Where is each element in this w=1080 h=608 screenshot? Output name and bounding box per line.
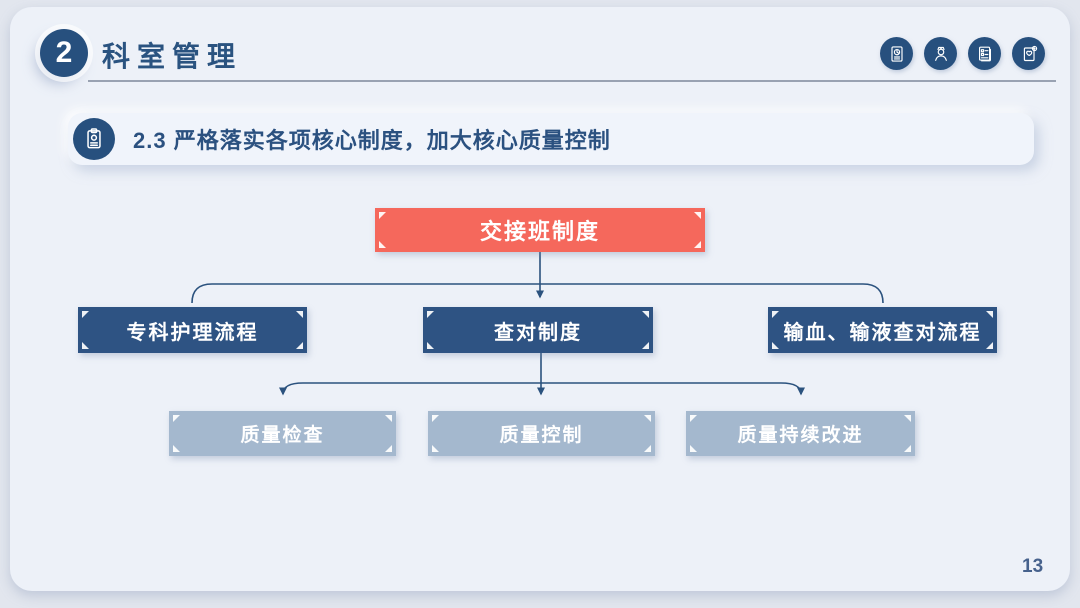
medical-report-icon (1012, 37, 1045, 70)
corner-mark (904, 445, 911, 452)
corner-mark (173, 415, 180, 422)
corner-mark (986, 311, 993, 318)
flow-node-label: 质量持续改进 (737, 425, 864, 446)
page-number: 13 (1022, 556, 1044, 577)
flow-node-label: 专科护理流程 (126, 321, 259, 344)
flow-node-root[interactable]: 交接班制度 (375, 208, 705, 252)
flow-node-label: 质量控制 (499, 425, 584, 446)
page-title: 科室管理 (102, 41, 243, 72)
corner-mark (644, 445, 651, 452)
subtitle-text: 2.3 严格落实各项核心制度，加大核心质量控制 (133, 128, 611, 153)
corner-mark (385, 415, 392, 422)
section-number-badge: 2 (40, 29, 88, 77)
nurse-icon (924, 37, 957, 70)
corner-mark (690, 445, 697, 452)
corner-mark (642, 311, 649, 318)
clipboard-icon (73, 118, 115, 160)
corner-mark (173, 445, 180, 452)
corner-mark (772, 342, 779, 349)
section-number: 2 (55, 36, 73, 69)
corner-mark (296, 311, 303, 318)
flow-node-level2-2[interactable]: 查对制度 (423, 307, 653, 353)
header-icon-group (880, 37, 1045, 70)
flow-node-level2-1[interactable]: 专科护理流程 (78, 307, 307, 353)
checklist-icon (968, 37, 1001, 70)
corner-mark (379, 212, 386, 219)
corner-mark (82, 311, 89, 318)
corner-mark (82, 342, 89, 349)
subtitle-bar: 2.3 严格落实各项核心制度，加大核心质量控制 (68, 113, 1034, 165)
flow-node-label: 质量检查 (240, 425, 325, 446)
flow-node-level3-3[interactable]: 质量持续改进 (686, 411, 915, 456)
corner-mark (772, 311, 779, 318)
corner-mark (690, 415, 697, 422)
flow-node-label: 交接班制度 (479, 219, 600, 244)
flow-node-level3-2[interactable]: 质量控制 (428, 411, 655, 456)
corner-mark (432, 415, 439, 422)
corner-mark (427, 311, 434, 318)
corner-mark (296, 342, 303, 349)
corner-mark (642, 342, 649, 349)
corner-mark (385, 445, 392, 452)
slide-card: 2 科室管理 (10, 7, 1070, 591)
flow-node-label: 查对制度 (494, 321, 582, 344)
corner-mark (427, 342, 434, 349)
corner-mark (986, 342, 993, 349)
flow-node-level3-1[interactable]: 质量检查 (169, 411, 396, 456)
flow-node-label: 输血、输液查对流程 (783, 321, 982, 344)
corner-mark (644, 415, 651, 422)
report-chart-icon (880, 37, 913, 70)
corner-mark (694, 212, 701, 219)
title-divider (88, 80, 1056, 82)
corner-mark (432, 445, 439, 452)
flow-node-level2-3[interactable]: 输血、输液查对流程 (768, 307, 997, 353)
corner-mark (379, 241, 386, 248)
corner-mark (694, 241, 701, 248)
corner-mark (904, 415, 911, 422)
